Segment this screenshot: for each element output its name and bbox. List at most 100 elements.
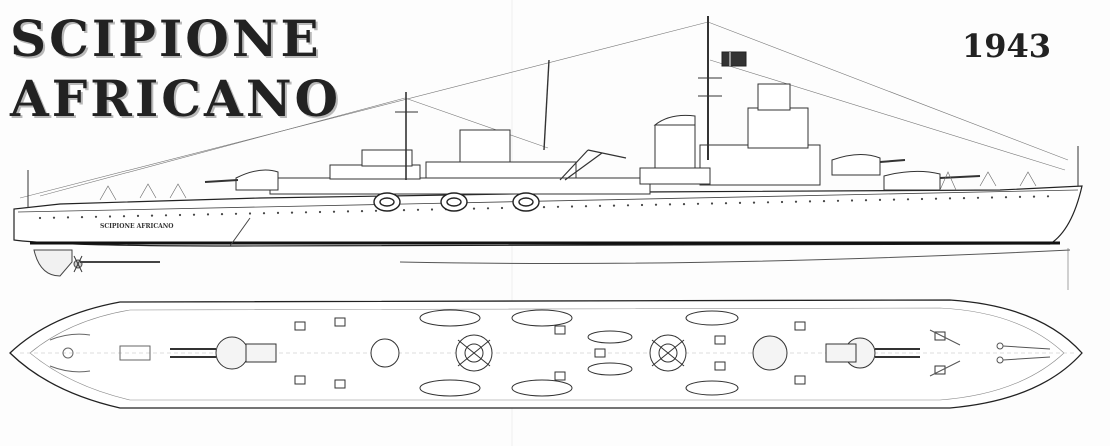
gun-mount [594,348,606,358]
porthole [738,201,742,204]
gun-mount [554,371,566,381]
porthole [178,213,182,217]
porthole [206,213,210,216]
porthole [276,211,280,214]
superstructure [269,83,821,195]
side-turrets [204,154,981,191]
deck-stanchions [99,171,1037,201]
porthole [752,201,756,204]
deck-outline [9,299,1083,409]
porthole [948,197,952,200]
gun-mount [334,317,346,327]
porthole [220,213,224,216]
porthole [332,210,336,213]
porthole [234,212,238,215]
porthole [710,202,714,205]
porthole [598,204,602,207]
gun-mount [554,325,566,335]
porthole [976,196,980,199]
crane [559,149,627,181]
porthole [724,202,728,205]
gun-mount [334,379,346,389]
porthole [318,210,322,214]
porthole [808,200,812,203]
stern-detail [49,333,151,373]
ship-name-line-2: AFRICANO [10,69,342,128]
gun-mount [294,321,306,331]
porthole [1018,195,1022,198]
masts [27,16,1079,208]
porthole [794,200,798,203]
porthole [248,212,252,215]
porthole [80,216,84,219]
porthole [122,215,126,218]
porthole [430,208,434,211]
porthole [878,198,882,201]
porthole [1046,195,1050,198]
porthole [850,199,854,202]
porthole [360,210,364,213]
rigging-wires [19,21,1069,199]
plan-turrets [170,335,920,371]
porthole [570,205,574,208]
porthole [1004,196,1008,199]
year-label: 1943 [962,27,1052,65]
gun-mount [934,365,946,375]
gun-mount [934,331,946,341]
porthole [500,206,504,210]
porthole [150,214,154,217]
secondary-mounts [294,317,946,389]
porthole [612,204,616,207]
porthole [38,216,42,220]
porthole [682,203,686,206]
gun-mount [794,375,806,385]
anchor-gear [929,329,1051,377]
porthole [836,199,840,202]
porthole [654,203,658,206]
porthole [780,200,784,204]
porthole [486,207,490,210]
porthole [1032,195,1036,198]
porthole [262,212,266,215]
porthole [934,197,938,200]
porthole [416,208,420,211]
float-rings [373,192,540,212]
porthole [668,203,672,206]
porthole [556,205,560,208]
porthole [290,211,294,214]
ships-boats [419,309,739,397]
porthole [864,199,868,202]
porthole [346,210,350,213]
hull-name-label: SCIPIONE AFRICANO [100,223,173,230]
rudder [33,249,73,277]
side-profile-view: SCIPIONE AFRICANO [13,16,1083,290]
porthole [94,215,98,218]
porthole [990,196,994,199]
ship-name-line-1: SCIPIONE [10,9,322,68]
porthole [626,204,630,207]
propeller-icon [73,255,83,273]
porthole [66,216,70,219]
funnel-tops [370,334,687,372]
portholes [38,195,1050,220]
porthole [164,214,168,217]
porthole [374,209,378,212]
keel-line [399,249,1071,264]
gun-mount [714,361,726,371]
porthole [584,205,588,208]
porthole [542,206,546,209]
gun-mount [714,335,726,345]
porthole [906,198,910,201]
porthole [402,209,406,212]
porthole [962,197,966,200]
porthole [696,202,700,205]
porthole [136,214,140,217]
gun-mount [794,321,806,331]
hull-outline [13,185,1083,247]
porthole [304,211,308,214]
deck-line [17,189,1079,213]
flag-icon [721,51,747,67]
porthole [640,203,644,207]
